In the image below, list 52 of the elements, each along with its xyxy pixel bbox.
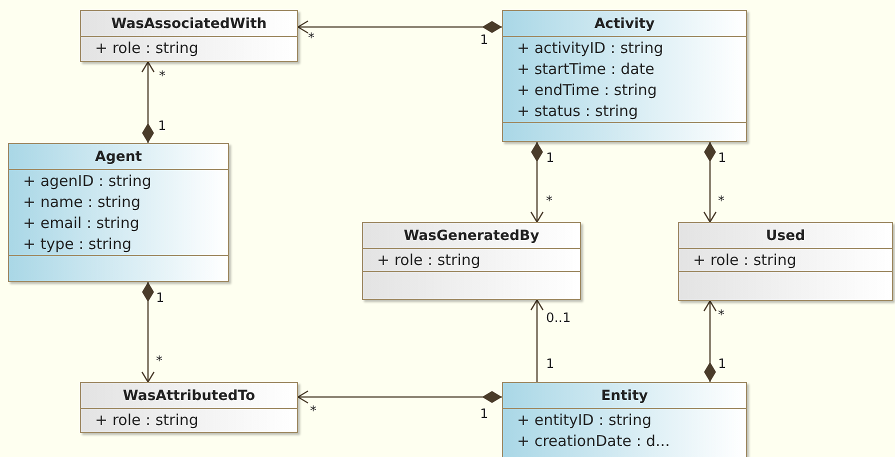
class-box (80, 10, 298, 62)
attribute-text: + role : string (377, 250, 482, 271)
class-name: WasAttributedTo (122, 388, 256, 402)
class-box (678, 222, 893, 301)
multiplicity-label: 1 (718, 358, 726, 371)
attribute-text: + email : string (23, 213, 140, 234)
class-box (362, 222, 581, 300)
composition-arrow (703, 300, 717, 382)
multiplicity-label: 1 (158, 120, 166, 133)
composition-arrow (141, 282, 155, 383)
multiplicity-label: 1 (480, 34, 488, 47)
attribute-text: + name : string (23, 192, 142, 213)
multiplicity-label: * (310, 405, 316, 418)
class-box (8, 143, 229, 282)
attribute-text: + creationDate : d... (517, 431, 671, 452)
attribute-text: + role : string (693, 250, 798, 271)
attribute-text: + status : string (517, 101, 640, 122)
multiplicity-label: * (546, 195, 552, 208)
attribute-text: + agenID : string (23, 171, 152, 192)
multiplicity-label: * (718, 309, 724, 322)
class-name: Activity (594, 16, 655, 30)
composition-arrow (530, 142, 544, 223)
class-name: Agent (94, 150, 142, 164)
multiplicity-label: 1 (480, 408, 488, 421)
multiplicity-label: * (718, 195, 724, 208)
multiplicity-label: * (156, 355, 162, 368)
multiplicity-label: 0..1 (546, 312, 571, 325)
attribute-text: + role : string (95, 410, 200, 431)
multiplicity-label: 1 (156, 292, 164, 305)
composition-arrow (297, 390, 502, 404)
attribute-text: + activityID : string (517, 38, 664, 59)
class-box (502, 382, 747, 457)
attribute-text: + entityID : string (517, 410, 653, 431)
composition-arrow (141, 61, 155, 143)
multiplicity-label: 1 (718, 152, 726, 165)
attribute-text: + startTime : date (517, 59, 656, 80)
class-name: Used (766, 228, 806, 242)
attribute-text: + type : string (23, 234, 132, 255)
multiplicity-label: 1 (546, 358, 554, 371)
class-name: WasGeneratedBy (404, 228, 540, 242)
composition-arrow (530, 299, 544, 382)
multiplicity-label: * (308, 32, 314, 45)
class-name: Entity (601, 388, 648, 402)
class-box (80, 382, 298, 433)
class-box (502, 10, 747, 142)
attribute-text: + role : string (95, 38, 200, 59)
attribute-text: + endTime : string (517, 80, 658, 101)
class-name: WasAssociatedWith (111, 16, 267, 30)
multiplicity-label: 1 (546, 152, 554, 165)
composition-arrow (297, 20, 502, 34)
multiplicity-label: * (159, 70, 166, 83)
composition-arrow (703, 142, 717, 223)
